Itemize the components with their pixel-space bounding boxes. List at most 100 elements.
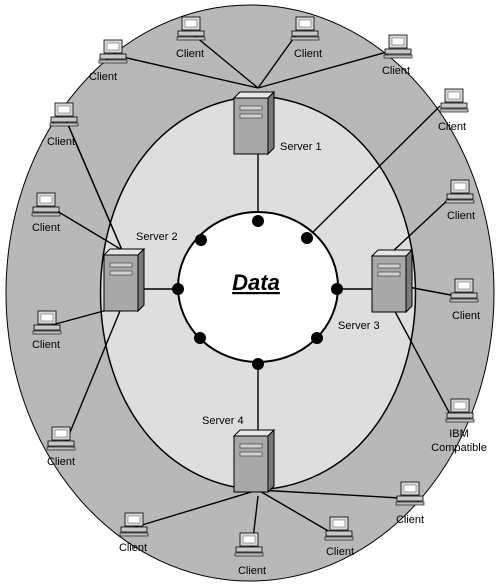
computer-keyboard xyxy=(176,36,206,41)
computer-screen xyxy=(447,91,461,100)
client-c3: Client xyxy=(290,16,322,60)
computer-screen xyxy=(403,484,417,493)
link-client-c12 xyxy=(131,489,259,529)
server-icon xyxy=(102,248,146,256)
computer-keyboard xyxy=(290,36,320,41)
computer-keyboard xyxy=(98,59,128,64)
ring-node xyxy=(252,358,264,370)
computer-base xyxy=(440,102,468,109)
server-drive xyxy=(239,451,263,457)
client-label: Client xyxy=(89,71,117,83)
server-drive xyxy=(109,262,133,268)
client-c10: Client xyxy=(32,310,62,351)
computer-screen xyxy=(40,313,54,322)
client-label: Client xyxy=(238,565,266,577)
client-c4: Client xyxy=(382,34,413,77)
link-client-c13 xyxy=(391,305,451,415)
client-c9: Client xyxy=(449,278,480,322)
computer-keyboard xyxy=(31,212,61,217)
computer-keyboard xyxy=(395,501,425,506)
client-label: Client xyxy=(176,48,204,60)
computer-base xyxy=(384,48,412,55)
computer-screen xyxy=(453,401,467,410)
client-label: Client xyxy=(32,339,60,351)
computer-screen xyxy=(453,182,467,191)
computer-keyboard xyxy=(49,122,79,127)
link-client-c16 xyxy=(257,489,401,499)
link-client-c11 xyxy=(65,305,123,443)
link-client-c8 xyxy=(391,196,452,253)
server-4: Server 4 xyxy=(202,415,276,494)
computer-keyboard xyxy=(32,330,62,335)
client-label: Client xyxy=(382,65,410,77)
computer-base xyxy=(396,495,424,502)
client-c8: Client xyxy=(445,179,475,222)
computer-base xyxy=(325,530,353,537)
computer-base xyxy=(33,324,61,331)
client-label: Client xyxy=(32,222,60,234)
computer-keyboard xyxy=(445,199,475,204)
server-label: Server 4 xyxy=(202,415,244,427)
server-label: Server 2 xyxy=(136,231,178,243)
link-client-c2 xyxy=(189,31,259,89)
client-c15: Client xyxy=(324,516,354,558)
computer-screen xyxy=(57,105,71,114)
computer-keyboard xyxy=(439,108,469,113)
computer-base xyxy=(446,193,474,200)
computer-base xyxy=(177,30,205,37)
link-client-c4 xyxy=(257,51,388,89)
client-c16: Client xyxy=(395,481,425,526)
computer-screen xyxy=(39,195,53,204)
data-label: Data xyxy=(232,270,280,295)
server-label: Server 1 xyxy=(280,141,322,153)
computer-screen xyxy=(184,19,198,28)
computer-base xyxy=(450,292,478,299)
ring-node xyxy=(194,332,206,344)
server-drive xyxy=(239,113,263,119)
ring-nodes xyxy=(172,215,343,370)
client-c1: Client xyxy=(89,39,128,83)
client-label: Client xyxy=(447,210,475,222)
client-label: Client xyxy=(47,136,75,148)
computer-keyboard xyxy=(383,54,413,59)
client-label: Client xyxy=(326,546,354,558)
server-1: Server 1 xyxy=(232,90,322,156)
client-c11: Client xyxy=(46,426,76,468)
computer-base xyxy=(99,53,127,60)
computer-base xyxy=(32,206,60,213)
computer-keyboard xyxy=(324,536,354,541)
link-client-c5b xyxy=(65,119,123,251)
client-label: Client xyxy=(47,456,75,468)
server-icon xyxy=(405,248,413,314)
server-drive xyxy=(239,105,263,111)
server-2: Server 2 xyxy=(102,231,178,313)
client-label: Client xyxy=(438,121,466,133)
computer-keyboard xyxy=(46,446,76,451)
client-label: Client xyxy=(294,48,322,60)
computer-screen xyxy=(298,19,312,28)
computer-screen xyxy=(54,429,68,438)
client-label: Compatible xyxy=(431,442,487,454)
computer-screen xyxy=(106,42,120,51)
computer-keyboard xyxy=(445,418,475,423)
ring-node xyxy=(331,283,343,295)
server-icon xyxy=(267,90,275,156)
computer-base xyxy=(50,116,78,123)
server-icon xyxy=(267,428,275,494)
server-drive xyxy=(239,443,263,449)
client-label: Client xyxy=(396,514,424,526)
ring-node xyxy=(301,232,313,244)
link-ring-client xyxy=(306,105,441,239)
client-label: Client xyxy=(119,542,147,554)
ring-node xyxy=(172,283,184,295)
server-drive xyxy=(377,271,401,277)
computer-screen xyxy=(457,281,471,290)
server-icon xyxy=(232,429,276,437)
ring-node xyxy=(252,215,264,227)
computer-screen xyxy=(242,535,256,544)
computer-screen xyxy=(391,37,405,46)
computer-keyboard xyxy=(119,532,149,537)
